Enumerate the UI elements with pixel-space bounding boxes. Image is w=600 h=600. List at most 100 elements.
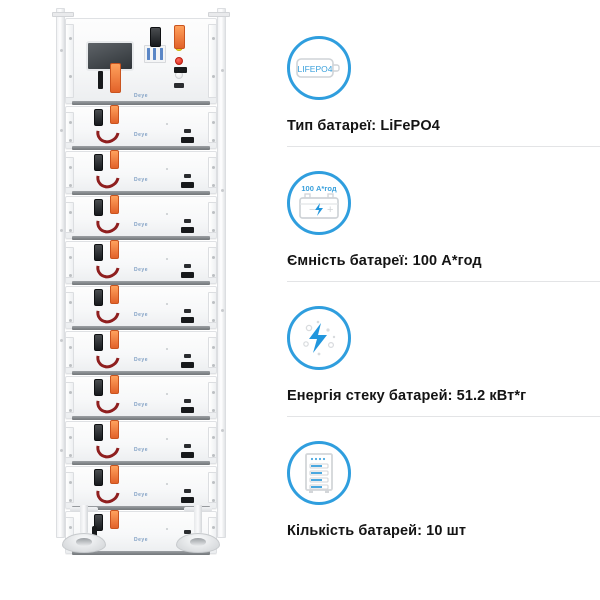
comm-port (184, 264, 191, 268)
svg-text:−: − (309, 204, 315, 216)
comm-port (184, 219, 191, 223)
rack-bracket-top-left (52, 12, 74, 17)
rack-foot-right (176, 505, 220, 553)
comm-connector (181, 362, 194, 368)
comm-port (184, 354, 191, 358)
connector-negative (94, 244, 103, 261)
battery-rack-icon (290, 444, 348, 502)
module-ear-left (65, 472, 74, 503)
rack-rail-right (217, 8, 226, 538)
spec-item-battery-capacity: 100 А*год − + Ємність батареї: 100 А*год (270, 165, 600, 300)
battery-module: Deye (65, 330, 217, 375)
spec-icon-circle: 100 А*год − + (287, 171, 351, 235)
battery-module: Deye (65, 150, 217, 195)
connector-positive (110, 330, 119, 349)
module-shadow (72, 101, 210, 105)
spec-icon-circle: LIFEPO4 (287, 36, 351, 100)
battery-module: Deye (65, 420, 217, 465)
battery-module: Deye (65, 105, 217, 150)
brand-logo: Deye (134, 222, 148, 228)
comm-connector (181, 137, 194, 143)
module-ear-left (65, 157, 74, 188)
connector-negative (94, 109, 103, 126)
module-shadow (72, 326, 210, 330)
connector-negative (94, 424, 103, 441)
comm-port (184, 444, 191, 448)
brand-logo: Deye (134, 447, 148, 453)
module-ear-right (208, 292, 217, 323)
module-ear-right (208, 157, 217, 188)
cable-black (98, 71, 103, 89)
module-shadow (72, 281, 210, 285)
comm-connector (181, 497, 194, 503)
module-ear-right (208, 202, 217, 233)
module-ear-right (208, 24, 217, 98)
connector-positive (110, 420, 119, 439)
connector-negative (94, 379, 103, 396)
comm-port (184, 129, 191, 133)
breaker-switch (144, 45, 166, 63)
battery-module: Deye (65, 240, 217, 285)
spec-icon-circle (287, 306, 351, 370)
car-battery-icon: 100 А*год − + (290, 174, 348, 232)
spec-divider (287, 281, 600, 282)
spec-item-battery-type: LIFEPO4 Тип батареї: LiFePO4 (270, 30, 600, 165)
connector-negative (94, 199, 103, 216)
connector-positive (110, 285, 119, 304)
module-ear-left (65, 24, 74, 98)
connector-positive (110, 150, 119, 169)
brand-logo: Deye (134, 267, 148, 273)
connector-positive (174, 25, 185, 49)
module-shadow (72, 416, 210, 420)
connector-negative (94, 334, 103, 351)
connector-positive (110, 240, 119, 259)
module-ear-right (208, 247, 217, 278)
connector-negative (94, 289, 103, 306)
brand-logo: Deye (134, 402, 148, 408)
brand-logo: Deye (134, 492, 148, 498)
comm-connector (174, 67, 187, 73)
battery-module: Deye (65, 375, 217, 420)
spec-label: Ємність батареї: 100 А*год (287, 253, 482, 269)
comm-connector (181, 317, 194, 323)
lightning-bolt-icon (290, 309, 348, 367)
battery-rack: Deye Deye (52, 8, 230, 555)
comm-connector (181, 227, 194, 233)
spec-item-battery-count: Кількість батарей: 10 шт (270, 435, 600, 570)
comm-port (184, 399, 191, 403)
spec-icon-circle (287, 441, 351, 505)
module-ear-left (65, 382, 74, 413)
connector-negative (94, 154, 103, 171)
comm-port (184, 309, 191, 313)
icon-text: LIFEPO4 (298, 64, 333, 74)
comm-connector (181, 272, 194, 278)
battery-module: Deye (65, 465, 217, 510)
comm-connector (181, 182, 194, 188)
spec-label: Кількість батарей: 10 шт (287, 523, 467, 539)
battery-module: Deye (65, 285, 217, 330)
connector-positive (110, 465, 119, 484)
brand-logo: Deye (134, 357, 148, 363)
module-ear-right (208, 337, 217, 368)
comm-port (184, 489, 191, 493)
module-ear-left (65, 427, 74, 458)
module-shadow (72, 506, 210, 510)
battery-rack-illustration: Deye Deye (0, 0, 270, 600)
module-shadow (72, 146, 210, 150)
module-ear-left (65, 292, 74, 323)
module-ear-right (208, 112, 217, 143)
specification-list: LIFEPO4 Тип батареї: LiFePO4 100 А*год − (270, 0, 600, 600)
connector-negative (150, 27, 161, 47)
bms-control-module: Deye (65, 18, 217, 105)
module-shadow (72, 551, 210, 555)
brand-logo: Deye (134, 132, 148, 138)
module-ear-left (65, 112, 74, 143)
module-ear-right (208, 382, 217, 413)
module-shadow (72, 371, 210, 375)
toggle-switch (174, 83, 184, 88)
emergency-stop-button (175, 57, 183, 65)
module-ear-left (65, 337, 74, 368)
module-shadow (72, 461, 210, 465)
rack-bracket-top-right (208, 12, 230, 17)
